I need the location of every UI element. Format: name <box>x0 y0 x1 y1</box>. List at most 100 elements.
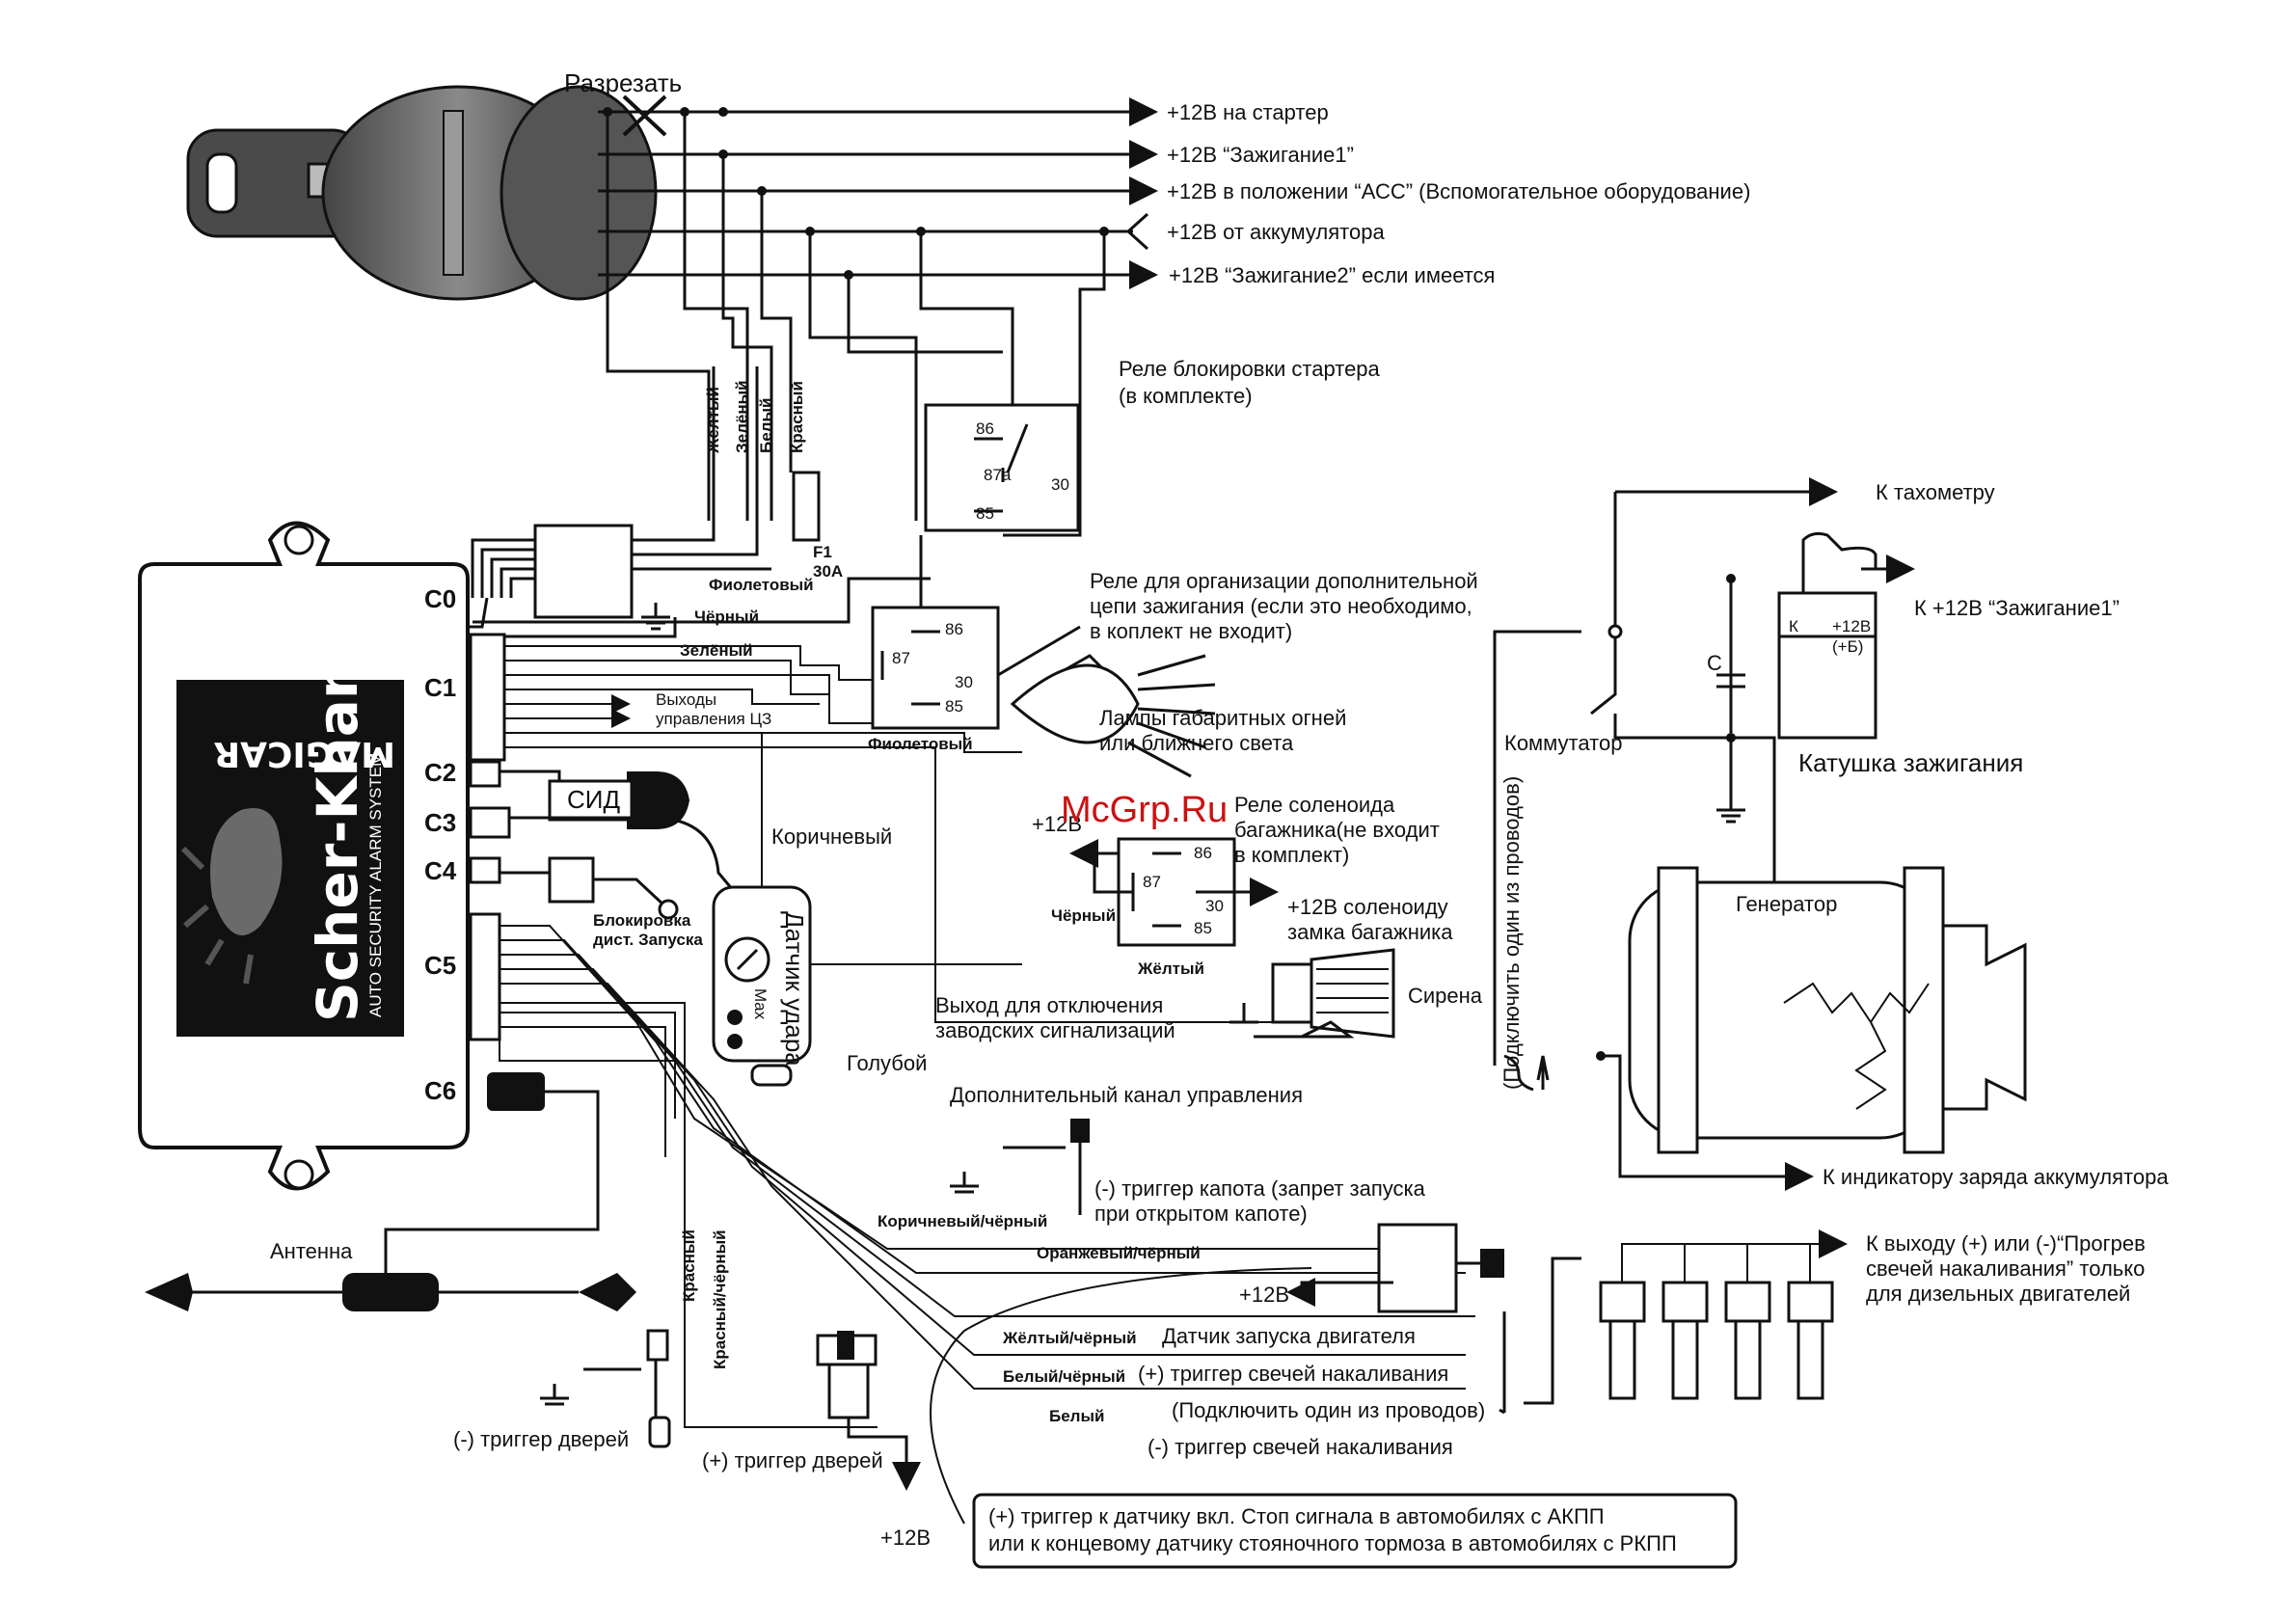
doors-redblack-wire: Красный/чёрный <box>711 1229 729 1369</box>
brake-label-2: или к концевому датчику стояночного торм… <box>988 1531 1677 1555</box>
hood-wire-label: Коричневый/чёрный <box>878 1212 1047 1230</box>
brake-label-1: (+) триггер к датчику вкл. Стоп сигнала … <box>988 1504 1605 1528</box>
connect-one-label: (Подключить один из проводов) <box>1499 776 1524 1090</box>
trunk-relay-title-3: в комплект) <box>1234 843 1349 867</box>
engine-sensor-wire: Оранжевый/чёрный <box>1037 1244 1201 1262</box>
cut-label: Разрезать <box>564 68 682 97</box>
ign-relay-title-3: в коплект не входит) <box>1090 619 1292 643</box>
fuse-rating: 30A <box>813 562 843 581</box>
engine-sensor-plus12: +12В <box>1239 1283 1289 1307</box>
lamps-label-2: или ближнего света <box>1099 731 1294 755</box>
antenna-label: Антенна <box>270 1239 353 1263</box>
pin-85: 85 <box>1194 919 1212 937</box>
wire-red-label: Красный <box>788 381 806 453</box>
glow-minus-trigger: (-) триггер свечей накаливания <box>1148 1435 1453 1459</box>
ignition-lock <box>186 85 658 301</box>
connector-c6: C6 <box>424 1076 456 1105</box>
connector-c3: C3 <box>424 808 456 837</box>
doors-plus12: +12В <box>880 1526 931 1550</box>
block-remote-label-2: дист. Запуска <box>593 931 703 949</box>
pin-85: 85 <box>945 697 963 716</box>
capacitor-label: С <box>1707 651 1722 675</box>
watermark: McGrp.Ru <box>1061 790 1228 830</box>
white-black-wire: Белый/чёрный <box>1003 1367 1125 1386</box>
wire-green-label: Зелёный <box>733 380 751 453</box>
brand-tagline: AUTO SECURITY ALARM SYSTEM <box>366 753 385 1017</box>
tacho-label: К тахометру <box>1876 480 1995 504</box>
yellow-black-wire: Жёлтый/чёрный <box>1002 1329 1137 1347</box>
siren-label: Сирена <box>1408 984 1483 1008</box>
pin-87: 87 <box>892 649 910 667</box>
led-label: СИД <box>567 785 620 814</box>
glow-connect-one: (Подключить один из проводов) <box>1172 1398 1485 1422</box>
connector-c2: C2 <box>424 758 456 787</box>
fuse-f1 <box>792 471 821 542</box>
engine-start-sensor-label: Датчик запуска двигателя <box>1162 1324 1416 1348</box>
pin-30: 30 <box>1051 475 1069 494</box>
connector-c4: C4 <box>424 856 457 885</box>
glow-output-label-1: К выходу (+) или (-)“Прогрев <box>1866 1231 2146 1256</box>
coil-k: К <box>1789 617 1798 635</box>
battery-indicator-label: К индикатору заряда аккумулятора <box>1823 1165 2169 1189</box>
pin-30: 30 <box>1205 897 1224 915</box>
starter-relay-title: Реле блокировки стартера <box>1119 357 1381 381</box>
acc-output-label: +12В в положении “АСС” (Вспомогательное … <box>1167 179 1750 203</box>
pin-87a: 87a <box>984 466 1012 484</box>
doors-red-wire: Красный <box>680 1229 698 1302</box>
factory-alarm-label-2: заводских сигнализаций <box>935 1018 1175 1042</box>
coil-label: Катушка зажигания <box>1798 748 2023 777</box>
starter-relay <box>924 403 1080 532</box>
alarm-unit <box>138 521 470 1191</box>
siren-yellow-wire: Жёлтый <box>1137 959 1204 978</box>
model-logo-text: MAGICAR <box>213 734 395 773</box>
brown-wire-label: Коричневый <box>771 824 892 849</box>
labels: Разрезать +12В на стартер +12В “Зажигани… <box>213 68 2169 1555</box>
harness <box>145 366 1504 1491</box>
factory-alarm-label-1: Выход для отключения <box>935 993 1163 1017</box>
starter-relay-subtitle: (в комплекте) <box>1119 384 1253 408</box>
glow-output-label-2: свечей накаливания” только <box>1866 1256 2145 1281</box>
white-wire: Белый <box>1049 1407 1104 1425</box>
c1-outputs-label-2: управления ЦЗ <box>656 710 771 728</box>
ignition-relay <box>871 535 1081 730</box>
c1-violet-wire: Фиолетовый <box>868 735 973 753</box>
starter-output-label: +12В на стартер <box>1167 100 1329 124</box>
fuse-name: F1 <box>813 543 832 561</box>
trunk-black-wire: Чёрный <box>1051 906 1116 925</box>
aux-channel-label: Дополнительный канал управления <box>950 1083 1303 1107</box>
trunk-output-2: замка багажника <box>1287 920 1453 944</box>
glow-plus-trigger: (+) триггер свечей накаливания <box>1138 1362 1448 1386</box>
pin-86: 86 <box>976 419 994 438</box>
pin-85: 85 <box>976 504 994 523</box>
top-output-wires <box>598 95 1158 537</box>
brand-logo-text: Scher-Khan <box>305 660 370 1022</box>
trunk-relay-title-2: багажника(не входит <box>1234 818 1440 842</box>
shock-sensor-max: Max <box>751 988 770 1020</box>
wire-white-label: Белый <box>757 398 775 453</box>
coil-and-generator <box>930 477 2027 1569</box>
pin-87: 87 <box>1143 873 1161 891</box>
doors-minus-trigger: (-) триггер дверей <box>453 1427 629 1451</box>
pin-30: 30 <box>955 673 973 691</box>
connector-c5: C5 <box>424 951 456 980</box>
lamps-label-1: Лампы габаритных огней <box>1099 706 1346 730</box>
block-remote-label-1: Блокировка <box>593 911 691 930</box>
trunk-output-1: +12В соленоиду <box>1287 895 1448 919</box>
coil-plus: +12В <box>1832 617 1871 635</box>
coil-ign1-label: К +12В “Зажигание1” <box>1914 596 2120 620</box>
trunk-plus12: +12В <box>1032 812 1082 836</box>
hood-label-1: (-) триггер капота (запрет запуска <box>1094 1176 1426 1201</box>
coil-plusb: (+Б) <box>1832 637 1863 656</box>
connector-c1: C1 <box>424 673 456 702</box>
generator-label: Генератор <box>1736 892 1837 916</box>
battery-output-label: +12В от аккумулятора <box>1167 220 1385 244</box>
c0-violet-wire: Фиолетовый <box>709 576 814 594</box>
wire-yellow-label: Жёлтый <box>704 387 722 454</box>
glow-plug-group <box>1599 1229 1848 1400</box>
ign-relay-title-2: цепи зажигания (если это необходимо, <box>1090 594 1472 618</box>
commutator-label: Коммутатор <box>1504 731 1622 755</box>
doors-plus-trigger: (+) триггер дверей <box>702 1448 883 1472</box>
c1-outputs-label-1: Выходы <box>656 690 716 709</box>
trunk-relay-title-1: Реле соленоида <box>1234 793 1395 817</box>
